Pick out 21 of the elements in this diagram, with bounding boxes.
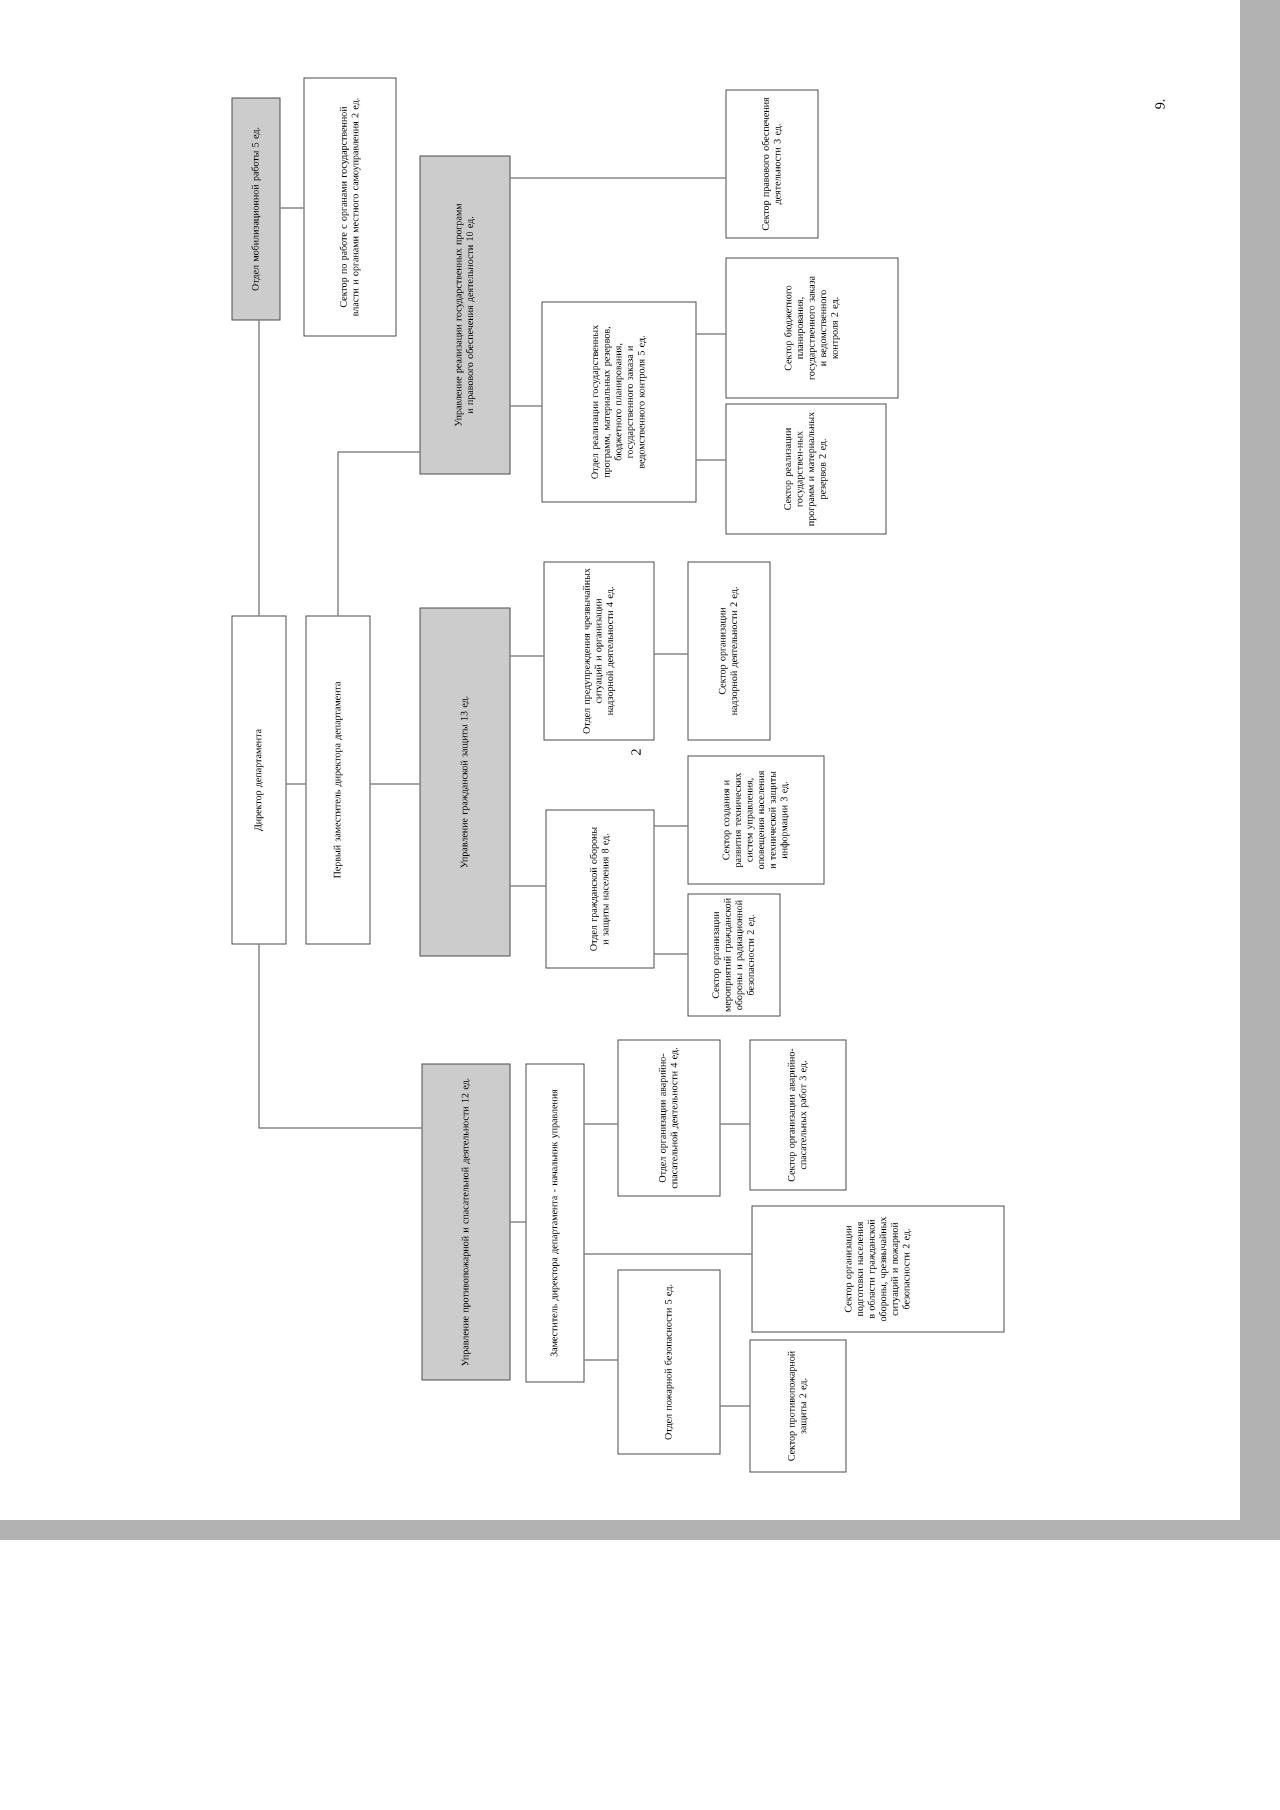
connector-line — [280, 207, 304, 209]
connector-line — [510, 1221, 526, 1223]
connector-line — [258, 320, 260, 616]
connector-line — [258, 944, 422, 1129]
connector-line — [286, 783, 306, 785]
connector-line — [584, 1253, 752, 1255]
connector-line — [584, 1123, 618, 1125]
connector-line — [720, 1123, 750, 1125]
connector-line — [696, 459, 726, 461]
connector-line — [696, 333, 726, 335]
connector-line — [510, 405, 542, 407]
connector-line — [370, 783, 420, 785]
connector-line — [584, 1359, 618, 1361]
connector-line — [337, 451, 420, 616]
connector-line — [510, 655, 544, 657]
connector-line — [654, 953, 688, 955]
connector-line — [510, 885, 546, 887]
connector-line — [720, 1405, 750, 1407]
connector-line — [510, 177, 726, 179]
connector-line — [654, 653, 688, 655]
connector-line — [654, 825, 688, 827]
